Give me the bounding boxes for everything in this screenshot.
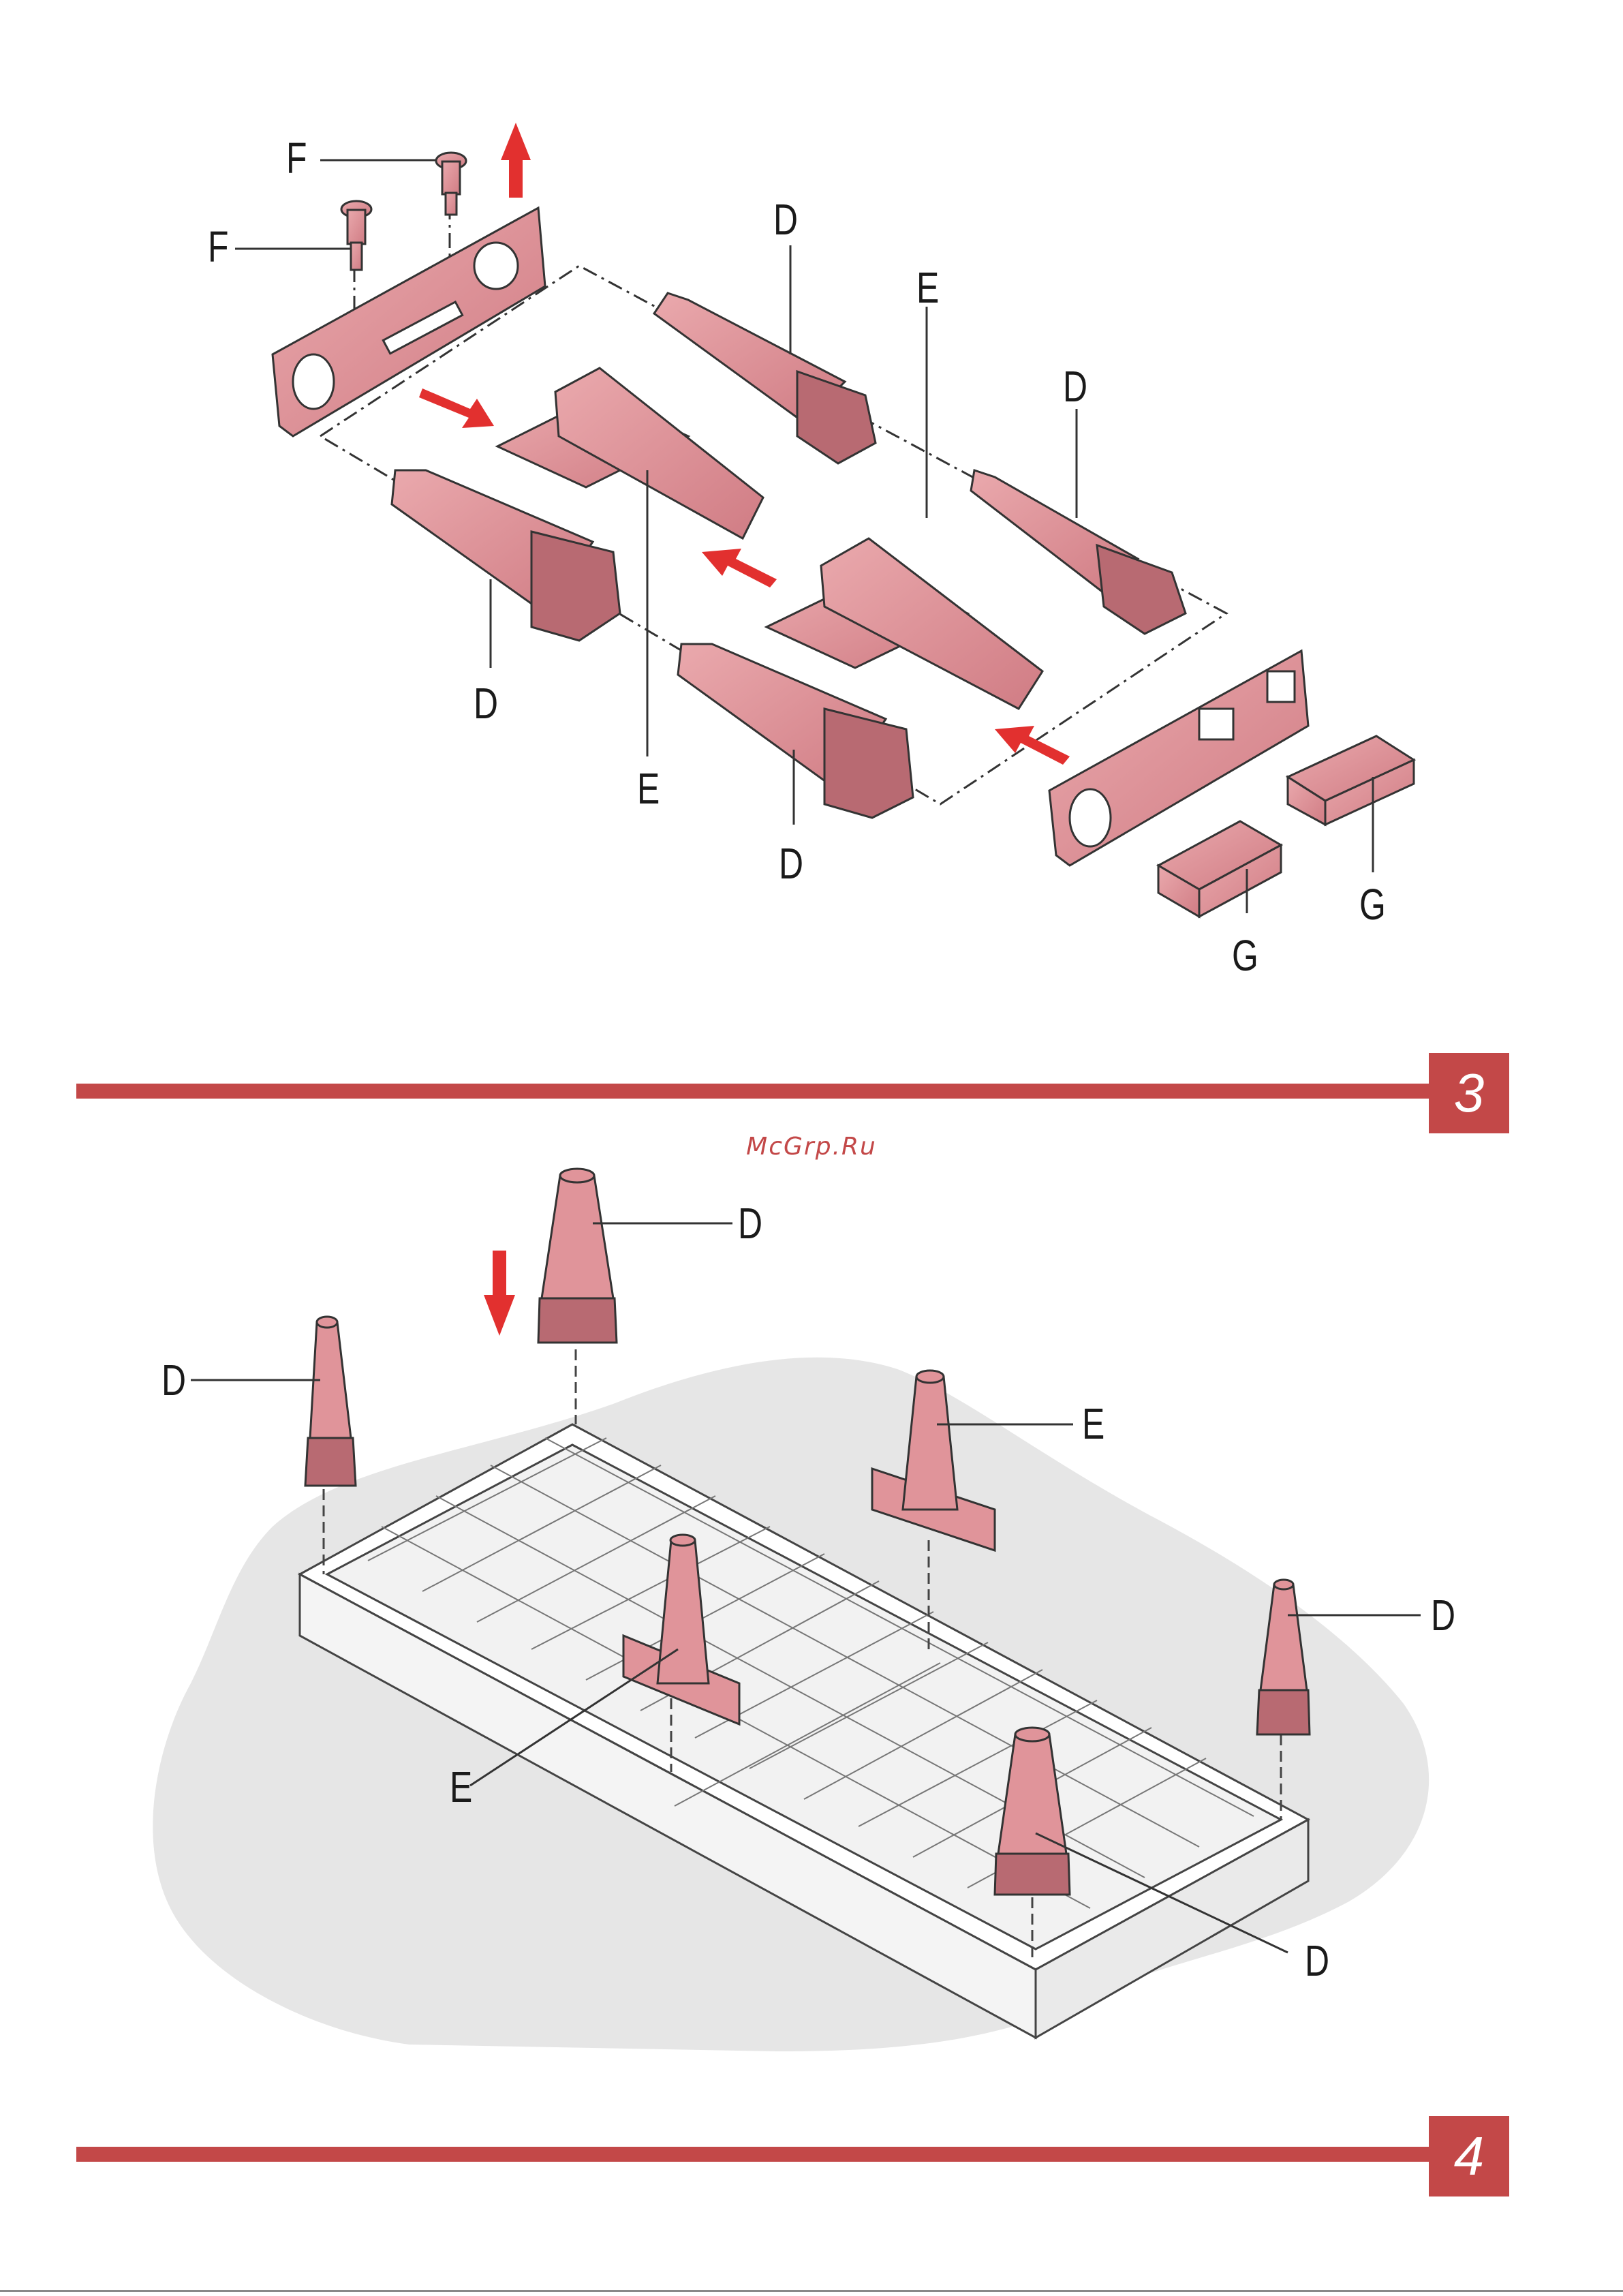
arrow-down-icon	[484, 1251, 515, 1336]
label-d-bottom-2: D	[738, 1201, 762, 1245]
label-d-bottom-4: D	[1305, 1939, 1329, 1983]
label-e-bottom-1: E	[1082, 1402, 1104, 1445]
step-4-divider	[76, 2147, 1432, 2162]
leg-d-bottom-2	[538, 1169, 617, 1343]
page-bottom-rule	[0, 2290, 1623, 2292]
leg-d-bottom-1	[305, 1317, 356, 1486]
label-e-bottom-2: E	[450, 1765, 472, 1809]
step-4-number: 4	[1429, 2116, 1509, 2196]
label-d-bottom-1: D	[161, 1358, 186, 1402]
label-d-bottom-3: D	[1431, 1593, 1455, 1637]
